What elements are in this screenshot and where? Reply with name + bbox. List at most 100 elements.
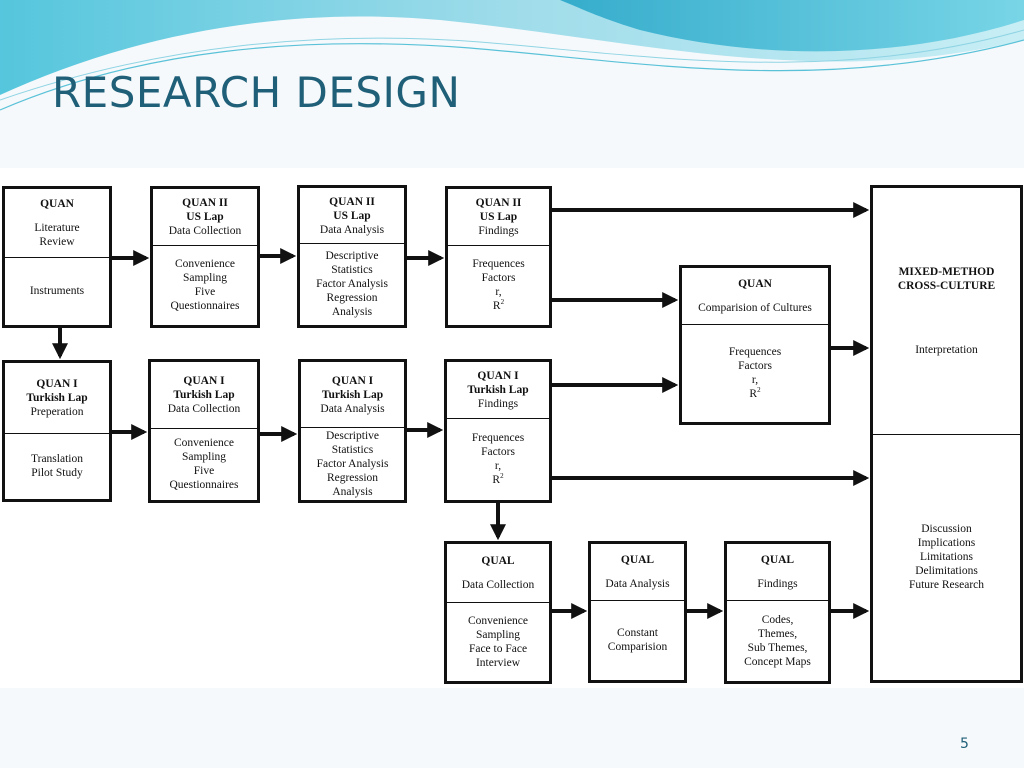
box-text-line: Analysis	[332, 485, 373, 498]
box-text-line: QUAN II	[329, 195, 375, 208]
box-divider	[300, 243, 404, 244]
box-text-line: r,	[494, 460, 502, 472]
box-text-line: Factor Analysis	[316, 278, 388, 290]
box-text-line: CROSS-CULTURE	[897, 280, 996, 292]
box-text-line: Convenience	[467, 614, 529, 627]
box-divider	[447, 418, 549, 419]
box-text-line: US Lap	[186, 211, 224, 223]
box-text-line: Discussion	[921, 523, 972, 535]
box-text-line: Comparision	[607, 641, 668, 653]
box-text-line: QUAL	[760, 554, 795, 566]
box-text-line: Sampling	[181, 451, 227, 463]
box-text-line: Descriptive	[325, 429, 379, 442]
box-text-line: Comparision of Cultures	[698, 302, 812, 314]
box-text-line: Literature	[34, 222, 80, 234]
box-text-line: Instruments	[29, 285, 85, 297]
box-text-line: Factors	[738, 360, 772, 372]
box-text-line: Five	[193, 465, 215, 477]
box-divider	[153, 245, 257, 246]
box-text-line: Turkish Lap	[467, 384, 529, 396]
box-text-line: QUAN	[738, 278, 772, 290]
box-text-line: Statistics	[331, 443, 374, 456]
box-divider	[448, 245, 549, 246]
box-text-line: Pilot Study	[31, 467, 83, 479]
box-text-line: Data Analysis	[319, 223, 385, 236]
box-text-line: Regression	[326, 292, 378, 304]
box-text-line: Convenience	[173, 437, 235, 449]
box-text-line: Five	[194, 286, 216, 298]
box-text-line: Convenience	[174, 258, 236, 270]
box-text-line: Questionnaires	[169, 479, 239, 491]
box-text-line: QUAN II	[475, 197, 522, 209]
box-text-line: R2	[492, 298, 505, 312]
box-divider	[447, 602, 549, 603]
box-text-line: QUAN I	[36, 378, 78, 390]
box-divider	[151, 428, 257, 429]
box-text-line: Questionnaires	[170, 300, 240, 312]
box-text-line: US Lap	[479, 211, 518, 223]
box-text-line: Future Research	[908, 579, 985, 591]
box-text-line: Data Collection	[461, 579, 535, 591]
box-divider	[682, 324, 828, 325]
box-text-line: Implications	[917, 537, 976, 549]
box-text-line: Limitations	[919, 551, 974, 563]
box-body: Instruments	[5, 257, 109, 325]
box-text-line: QUAN	[40, 198, 74, 210]
box-divider	[591, 600, 684, 601]
box-text-line: Turkish Lap	[173, 389, 235, 401]
box-body: Codes,Themes,Sub Themes,Concept Maps	[727, 600, 828, 681]
box-divider	[5, 257, 109, 258]
box-text-line: Factor Analysis	[316, 457, 389, 470]
box-text-line: R2	[492, 472, 504, 486]
box-text-line: r,	[751, 374, 759, 386]
box-text-line: Interview	[475, 656, 521, 669]
box-text-line: Factors	[481, 446, 515, 458]
box-text-line: Data Collection	[167, 403, 241, 415]
box-text-line: Delimitations	[915, 565, 978, 577]
box-text-line: Codes,	[761, 613, 794, 626]
box-divider	[5, 433, 109, 434]
box-text-line: Data Analysis	[605, 578, 670, 590]
box-text-line: US Lap	[333, 209, 371, 222]
box-text-line: QUAN II	[182, 197, 228, 209]
box-text-line: Themes,	[757, 627, 798, 640]
box-text-line: Sampling	[475, 628, 521, 641]
box-divider	[301, 427, 404, 428]
slide-title: RESEARCH DESIGN	[52, 68, 461, 117]
box-text-line: QUAN I	[183, 375, 225, 387]
box-text-line: Review	[39, 236, 75, 248]
box-text-line: Factors	[481, 272, 516, 284]
box-text-line: Findings	[478, 225, 519, 237]
